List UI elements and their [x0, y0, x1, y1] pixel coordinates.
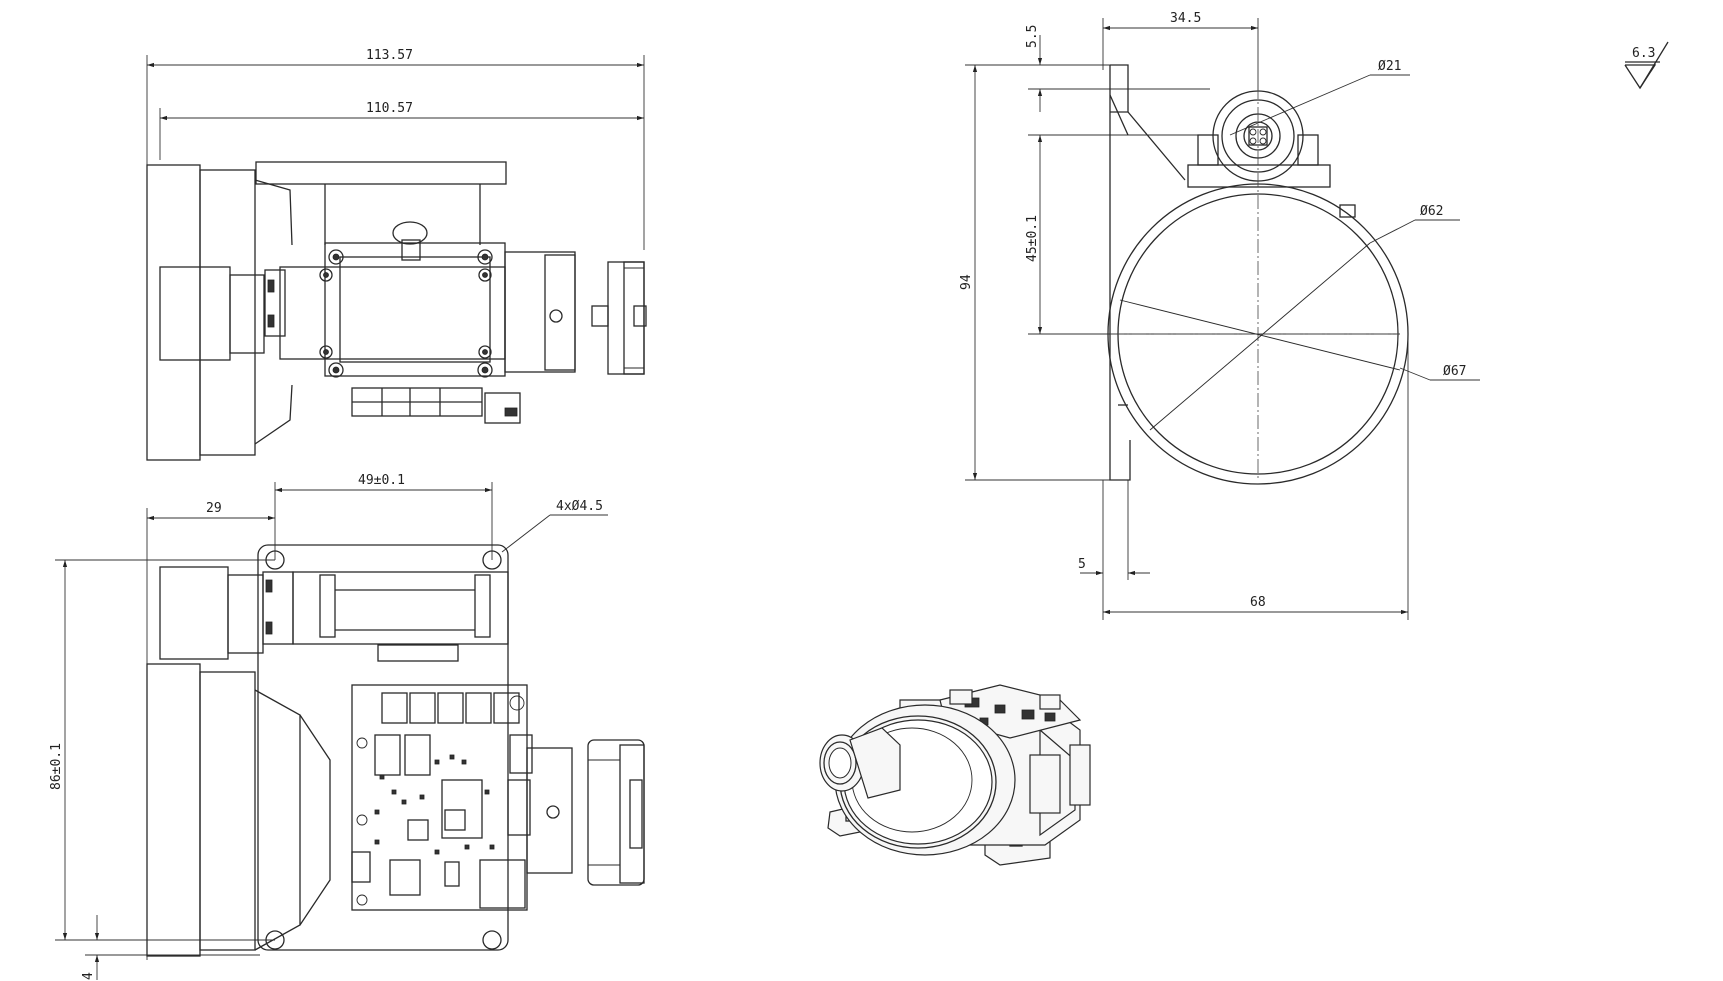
dim-top-5-5: 5.5 — [1025, 25, 1040, 48]
dim-width-68: 68 — [1250, 595, 1266, 610]
dim-dia-67: Ø67 — [1443, 364, 1466, 379]
roughness-mark: 6.3 — [1632, 46, 1655, 61]
dim-offset-29: 29 — [206, 501, 222, 516]
isometric-view — [819, 684, 1091, 866]
dim-overall-length: 113.57 — [366, 48, 413, 63]
dim-mount-spacing-h: 49±0.1 — [358, 473, 405, 488]
dim-height-94: 94 — [959, 274, 974, 290]
dim-dia-62: Ø62 — [1420, 204, 1443, 219]
side-view: 113.57 110.57 — [146, 48, 647, 461]
top-view: 49±0.1 29 4xØ4.5 86±0.1 4 — [49, 473, 645, 980]
pcb-components — [374, 754, 495, 855]
dim-dia-21: Ø21 — [1378, 59, 1401, 74]
dim-mount-spacing-v: 86±0.1 — [49, 743, 64, 790]
dim-base-4: 4 — [81, 972, 96, 980]
dim-body-length: 110.57 — [366, 101, 413, 116]
dim-offset-5: 5 — [1078, 557, 1086, 572]
front-view: 34.5 5.5 Ø21 Ø62 Ø67 94 45±0.1 5 — [959, 11, 1669, 620]
dim-holes: 4xØ4.5 — [556, 499, 603, 514]
dim-width-34-5: 34.5 — [1170, 11, 1201, 26]
dim-offset-45: 45±0.1 — [1025, 215, 1040, 262]
